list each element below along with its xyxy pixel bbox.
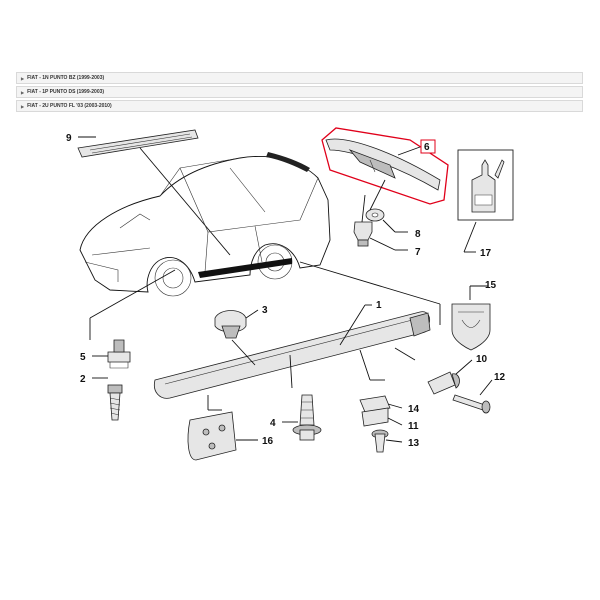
applicability-label: FIAT - 1P PUNTO DS (1999-2003) [27,89,105,95]
applicability-row-3[interactable]: ▶ FIAT - 2U PUNTO FL '03 (2003-2010) [16,100,583,112]
callout-1: 1 [376,300,382,311]
part-12-screw[interactable] [452,394,491,414]
callout-4: 4 [270,418,276,429]
callout-12: 12 [494,372,506,383]
part-4-push-fastener[interactable] [292,394,322,441]
chevron-right-icon: ▶ [21,89,25,95]
callout-8: 8 [415,229,421,240]
callout-3: 3 [262,305,268,316]
part-3-clip[interactable] [214,310,247,339]
applicability-label: FIAT - 2U PUNTO FL '03 (2003-2010) [27,103,112,109]
callout-7: 7 [415,247,421,258]
applicability-label: FIAT - 1N PUNTO BZ (1999-2003) [27,75,105,81]
callout-2: 2 [80,374,86,385]
part-15-badge[interactable] [451,303,491,351]
applicability-row-1[interactable]: ▶ FIAT - 1N PUNTO BZ (1999-2003) [16,72,583,84]
part-10-expansion-plug[interactable] [427,371,460,395]
callout-6: 6 [424,142,430,153]
part-17-adhesive[interactable] [457,149,514,221]
applicability-list: ▶ FIAT - 1N PUNTO BZ (1999-2003) ▶ FIAT … [16,72,583,114]
part-9-sill-plate[interactable] [77,129,199,158]
callout-5: 5 [80,352,86,363]
callout-10: 10 [476,354,488,365]
callout-13: 13 [408,438,420,449]
car-spoiler [266,152,310,172]
part-2-screw[interactable] [107,384,123,421]
chevron-right-icon: ▶ [21,103,25,109]
callout-14: 14 [408,404,420,415]
applicability-row-2[interactable]: ▶ FIAT - 1P PUNTO DS (1999-2003) [16,86,583,98]
callout-11: 11 [408,421,419,432]
part-11-clip[interactable] [361,407,389,427]
callout-17: 17 [480,248,492,259]
part-16-bracket[interactable] [187,411,237,461]
chevron-right-icon: ▶ [21,75,25,81]
part-6-rear-spoiler[interactable] [325,138,441,191]
part-14-nut[interactable] [359,395,391,413]
part-1-side-skirt[interactable] [153,311,431,399]
highlight-frame [321,127,449,205]
part-5-nut-clip[interactable] [107,339,131,369]
car-side-skirt [198,258,292,278]
callout-9: 9 [66,133,72,144]
part-7-fastener[interactable] [353,221,373,247]
part-13-screw[interactable] [371,429,389,453]
callout-15: 15 [485,280,497,291]
callout-16: 16 [262,436,274,447]
part-8-grommet[interactable] [365,208,385,222]
